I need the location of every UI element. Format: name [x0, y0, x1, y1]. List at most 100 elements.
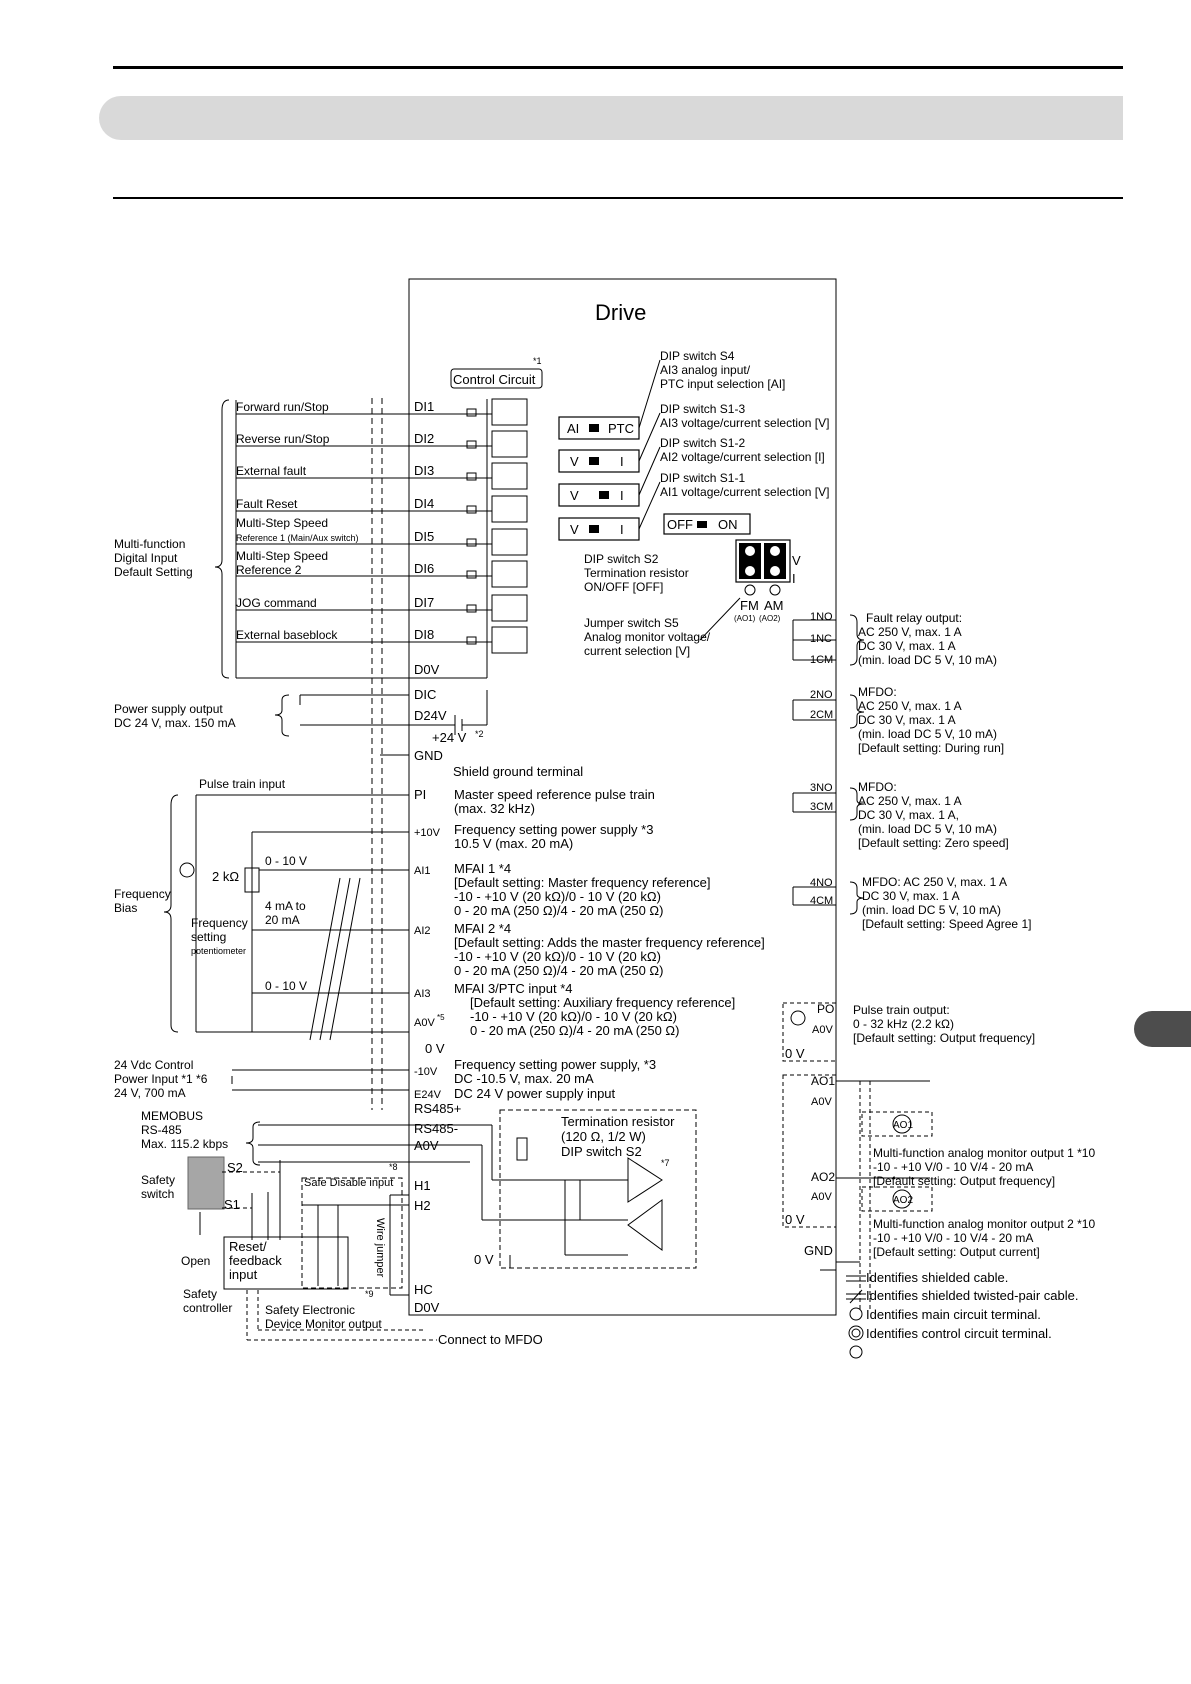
rs485-label-3: Max. 115.2 kbps: [141, 1137, 228, 1151]
termination-note: *7: [661, 1158, 670, 1168]
jumper-v: V: [792, 553, 801, 568]
drive-title: Drive: [595, 300, 646, 325]
safety-switch-1: Safety: [141, 1173, 175, 1187]
ao1-terminal: AO1: [811, 1074, 835, 1088]
ai3-desc-4: 0 - 20 mA (250 Ω)/4 - 20 mA (250 Ω): [470, 1023, 679, 1038]
connect-mfdo: Connect to MFDO: [438, 1332, 543, 1347]
ai2-desc-2: [Default setting: Adds the master freque…: [454, 935, 765, 950]
po-desc-2: 0 - 32 kHz (2.2 kΩ): [853, 1017, 954, 1031]
digital-group-1: Multi-function: [114, 537, 185, 551]
power-output-1: Power supply output: [114, 702, 223, 716]
relay2-desc-4: (min. load DC 5 V, 10 mA): [858, 727, 997, 741]
rs485-a0v-terminal: A0V: [414, 1138, 439, 1153]
pot-label-3: potentiometer: [191, 946, 246, 956]
pot-ma-1: 4 mA to: [265, 899, 306, 913]
s12-i: I: [620, 488, 624, 503]
di3-terminal: DI3: [414, 463, 434, 478]
a0v-terminal: A0V: [414, 1017, 435, 1029]
legend-main-circuit: Identifies main circuit terminal.: [866, 1307, 1041, 1322]
ao2-a0v-terminal: A0V: [811, 1191, 832, 1203]
di4-terminal: DI4: [414, 496, 434, 511]
di6-label: Multi-Step Speed: [236, 549, 328, 563]
s12-line1: DIP switch S1-2: [660, 436, 745, 450]
relay3-desc-2: AC 250 V, max. 1 A: [858, 794, 962, 808]
ao-zero: 0 V: [785, 1212, 805, 1227]
control-circuit-label: Control Circuit: [453, 372, 536, 387]
relay3-no: 3NO: [810, 782, 833, 794]
relay1-desc-1: Fault relay output:: [866, 611, 962, 625]
ao1-desc-3: [Default setting: Output frequency]: [873, 1174, 1055, 1188]
relay3-desc-5: [Default setting: Zero speed]: [858, 836, 1009, 850]
gnd-terminal: GND: [414, 748, 443, 763]
ai3-desc-1: MFAI 3/PTC input *4: [454, 981, 573, 996]
relay4-cm: 4CM: [810, 895, 833, 907]
relay3-cm: 3CM: [810, 801, 833, 813]
gnd-right-terminal: GND: [804, 1243, 833, 1258]
termination-1: Termination resistor: [561, 1114, 675, 1129]
plus24-label: +24 V: [432, 730, 467, 745]
di6-label2: Reference 2: [236, 563, 302, 577]
s12-line2: AI2 voltage/current selection [I]: [660, 450, 825, 464]
relay4-desc-3: (min. load DC 5 V, 10 mA): [862, 903, 1001, 917]
di5-label: Multi-Step Speed: [236, 516, 328, 530]
relay1-no: 1NO: [810, 611, 833, 623]
gnd-desc: Shield ground terminal: [453, 764, 583, 779]
dic-terminal: DIC: [414, 687, 436, 702]
relay1-desc-3: DC 30 V, max. 1 A: [858, 639, 956, 653]
subsection-rule: [113, 197, 1123, 199]
relay2-no: 2NO: [810, 689, 833, 701]
di8-terminal: DI8: [414, 627, 434, 642]
control-power-2: Power Input *1 *6: [114, 1072, 208, 1086]
ai1-desc-2: [Default setting: Master frequency refer…: [454, 875, 711, 890]
safety-zero-v: 0 V: [474, 1252, 494, 1267]
pot-ma-2: 20 mA: [265, 913, 300, 927]
ai1-desc-4: 0 - 20 mA (250 Ω)/4 - 20 mA (250 Ω): [454, 903, 663, 918]
po-zero: 0 V: [785, 1046, 805, 1061]
section-heading-bar: [99, 96, 1123, 140]
s4-line1: DIP switch S4: [660, 349, 735, 363]
di1-label: Forward run/Stop: [236, 400, 329, 414]
s11-line2: AI1 voltage/current selection [V]: [660, 485, 829, 499]
pot-label-2: setting: [191, 930, 226, 944]
m10v-desc-1: Frequency setting power supply, *3: [454, 1057, 656, 1072]
relay1-nc: 1NC: [810, 633, 832, 645]
s13-line2: AI3 voltage/current selection [V]: [660, 416, 829, 430]
s11-v: V: [570, 522, 579, 537]
d24v-terminal: D24V: [414, 708, 447, 723]
control-power-3: 24 V, 700 mA: [114, 1086, 186, 1100]
ao2-desc-3: [Default setting: Output current]: [873, 1245, 1040, 1259]
pot-resistance: 2 kΩ: [212, 869, 239, 884]
rs485p-terminal: RS485+: [414, 1101, 461, 1116]
edm-1: Safety Electronic: [265, 1303, 355, 1317]
po-desc-1: Pulse train output:: [853, 1003, 950, 1017]
s2-line2: Termination resistor: [584, 566, 689, 580]
di8-label: External baseblock: [236, 628, 338, 642]
relay4-no: 4NO: [810, 877, 833, 889]
di7-terminal: DI7: [414, 595, 434, 610]
di2-terminal: DI2: [414, 431, 434, 446]
ao1-desc-2: -10 - +10 V/0 - 10 V/4 - 20 mA: [873, 1160, 1033, 1174]
pot-voltage-1: 0 - 10 V: [265, 854, 307, 868]
reset-3: input: [229, 1267, 258, 1282]
wire-jumper-label: Wire jumper: [374, 1218, 386, 1278]
relay2-cm: 2CM: [810, 709, 833, 721]
relay2-desc-2: AC 250 V, max. 1 A: [858, 699, 962, 713]
s4-line3: PTC input selection [AI]: [660, 377, 785, 391]
di1-terminal: DI1: [414, 399, 434, 414]
ai1-desc-1: MFAI 1 *4: [454, 861, 511, 876]
s2-line1: DIP switch S2: [584, 552, 659, 566]
termination-2: (120 Ω, 1/2 W): [561, 1129, 646, 1144]
hc-terminal: HC: [414, 1282, 433, 1297]
chapter-tab: [1134, 1011, 1191, 1047]
ai-label: AI: [567, 421, 579, 436]
e24v-desc: DC 24 V power supply input: [454, 1086, 616, 1101]
s2-line3: ON/OFF [OFF]: [584, 580, 663, 594]
ao2-desc-1: Multi-function analog monitor output 2 *…: [873, 1217, 1095, 1231]
legend-twisted-pair: Identifies shielded twisted-pair cable.: [866, 1288, 1078, 1303]
relay4-desc-4: [Default setting: Speed Agree 1]: [862, 917, 1031, 931]
relay2-desc-5: [Default setting: During run]: [858, 741, 1004, 755]
relay1-desc-4: (min. load DC 5 V, 10 mA): [858, 653, 997, 667]
ao2-meter: AO2: [893, 1195, 913, 1206]
safety-note-9: *9: [365, 1289, 374, 1299]
control-power-1: 24 Vdc Control: [114, 1058, 193, 1072]
